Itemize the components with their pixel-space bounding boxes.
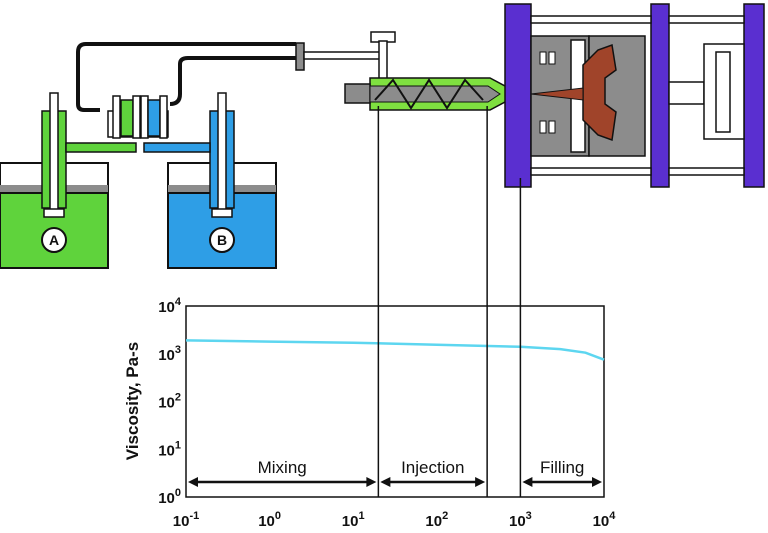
region-arrow-head-right [592,477,602,487]
y-axis-label: Viscosity, Pa-s [123,342,142,460]
x-tick-label: 103 [509,510,532,530]
y-tick-label: 103 [158,344,181,364]
feed-valve [295,31,396,82]
x-tick-label: 10-1 [173,510,199,530]
mold-clamp [504,3,765,188]
y-axis-ticks: 100 101 102 103 104 [158,296,182,507]
stage-boundary-lines [377,106,522,497]
tank-b-label: B [209,227,235,253]
x-tick-label: 100 [258,510,281,530]
region-arrow-head-left [380,477,391,487]
region-label: Mixing [258,458,307,477]
x-tick-label: 101 [342,510,365,530]
region-arrow-head-right [475,477,486,487]
feed-hose [76,42,296,112]
y-tick-label: 101 [158,439,181,459]
region-label: Injection [401,458,464,477]
y-tick-label: 102 [158,392,181,412]
pump-b [143,92,235,218]
stage-region-arrows: Mixing Injection Filling [188,458,602,487]
y-tick-label: 104 [158,296,182,316]
tank-b-letter: B [217,232,227,248]
region-arrow-head-left [188,477,198,487]
x-tick-label: 102 [425,510,448,530]
tank-a-letter: A [49,232,59,248]
region-arrow-head-left [522,477,533,487]
sprue [530,87,584,101]
y-tick-label: 100 [158,487,181,507]
x-axis-ticks: 10-1 100 101 102 103 104 [173,510,617,530]
plot-frame [185,305,605,498]
injection-barrel [344,77,522,111]
region-arrow-head-right [366,477,377,487]
pump-a [41,92,137,218]
mix-head [107,95,169,139]
viscosity-series-line [185,339,605,361]
feed-hose-return [169,56,296,106]
x-tick-label: 104 [593,510,617,530]
tank-a-label: A [41,227,67,253]
region-label: Filling [540,458,584,477]
viscosity-chart: 100 101 102 103 104 10-1 100 101 102 103 104 Mixi… [123,106,616,530]
mold-cavity [582,43,617,142]
